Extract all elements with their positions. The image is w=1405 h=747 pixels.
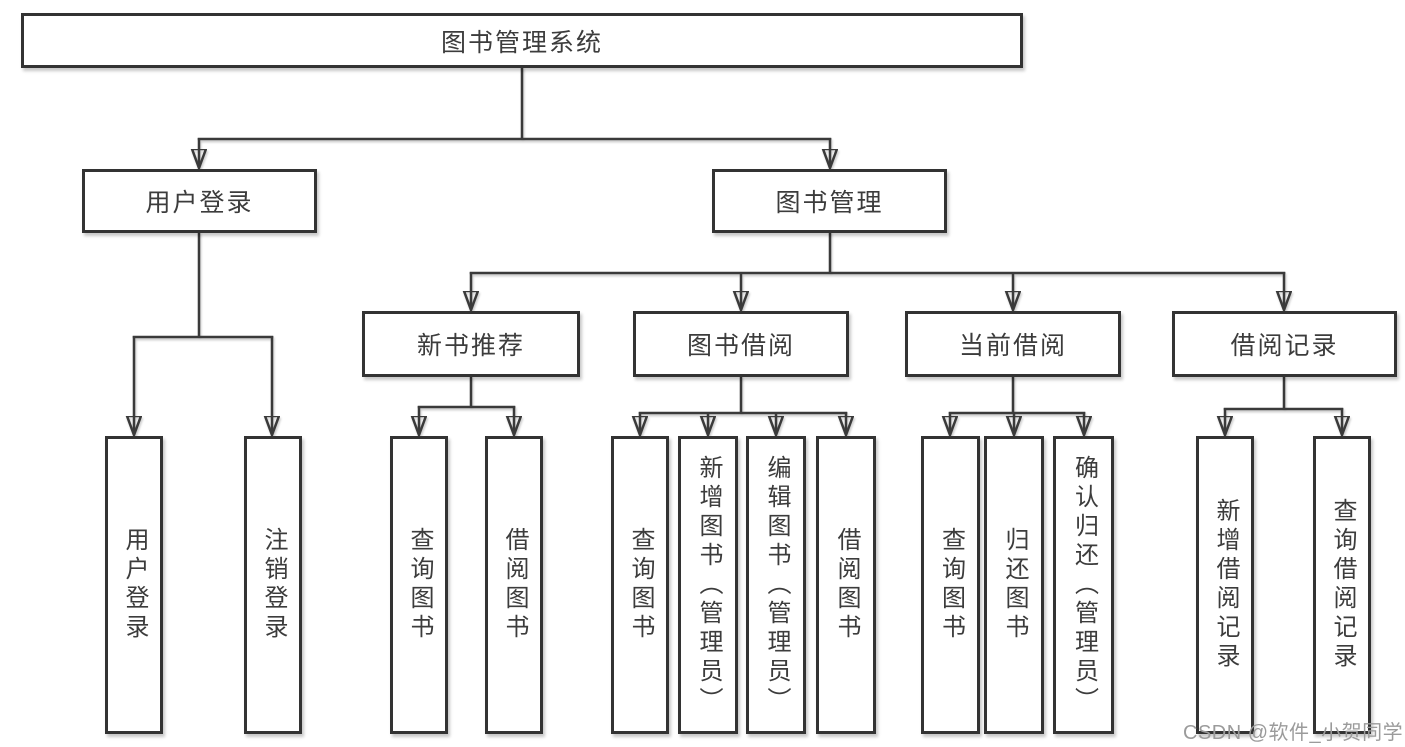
node-label: 注销登录 (260, 527, 287, 643)
node-new-book-recommend: 新书推荐 (362, 311, 580, 377)
node-label: 当前借阅 (958, 332, 1067, 360)
node-label: 查询图书 (406, 527, 433, 643)
node-label: 查询图书 (627, 527, 654, 643)
connector-new-book-recommend-children (419, 375, 514, 435)
leaf-confirm-return-admin: 确认归还（管理员） (1053, 436, 1114, 734)
leaf-borrow-books: 借阅图书 (816, 436, 876, 734)
connector-borrow-records-children (1225, 375, 1342, 435)
node-label: 图书管理 (775, 189, 884, 217)
node-label: 归还图书 (1001, 527, 1028, 643)
node-label: 查询借阅记录 (1329, 498, 1356, 672)
node-label: 图书管理系统 (440, 28, 603, 57)
connector-current-borrowing-children (950, 375, 1084, 435)
node-label: 借阅记录 (1230, 332, 1339, 360)
leaf-query-books-current: 查询图书 (921, 436, 980, 734)
leaf-add-book-admin: 新增图书（管理员） (678, 436, 738, 734)
node-label: 确认归还（管理员） (1070, 454, 1098, 716)
csdn-watermark: CSDN @软件_小贺同学 (1183, 722, 1404, 744)
node-label: 新增图书（管理员） (695, 454, 722, 716)
node-label: 图书借阅 (686, 332, 795, 360)
node-label: 新增借阅记录 (1212, 498, 1239, 672)
node-book-borrowing: 图书借阅 (633, 311, 849, 377)
leaf-user-login: 用户登录 (105, 436, 163, 734)
connector-root-to-level2 (199, 66, 830, 168)
leaf-query-books-recommend: 查询图书 (390, 436, 448, 734)
leaf-query-borrow-record: 查询借阅记录 (1313, 436, 1371, 734)
connector-book-management-children (471, 231, 1284, 310)
leaf-query-books-borrowing: 查询图书 (611, 436, 669, 734)
node-book-management: 图书管理 (712, 169, 947, 233)
node-current-borrowing: 当前借阅 (905, 311, 1121, 377)
leaf-edit-book-admin: 编辑图书（管理员） (746, 436, 806, 734)
node-borrow-records: 借阅记录 (1172, 311, 1397, 377)
leaf-add-borrow-record: 新增借阅记录 (1196, 436, 1254, 734)
connector-book-borrowing-children (640, 375, 846, 435)
leaf-return-book: 归还图书 (984, 436, 1044, 734)
node-user-login: 用户登录 (82, 169, 317, 233)
node-label: 用户登录 (121, 527, 148, 643)
connector-user-login-children (134, 231, 272, 435)
node-system-root: 图书管理系统 (21, 13, 1023, 68)
node-label: 新书推荐 (416, 332, 525, 360)
node-label: 借阅图书 (501, 527, 528, 643)
leaf-borrow-books-recommend: 借阅图书 (485, 436, 543, 734)
node-label: 编辑图书（管理员） (763, 454, 790, 716)
node-label: 借阅图书 (833, 527, 860, 643)
node-label: 用户登录 (145, 189, 254, 217)
leaf-logout: 注销登录 (244, 436, 302, 734)
node-label: 查询图书 (937, 527, 965, 643)
